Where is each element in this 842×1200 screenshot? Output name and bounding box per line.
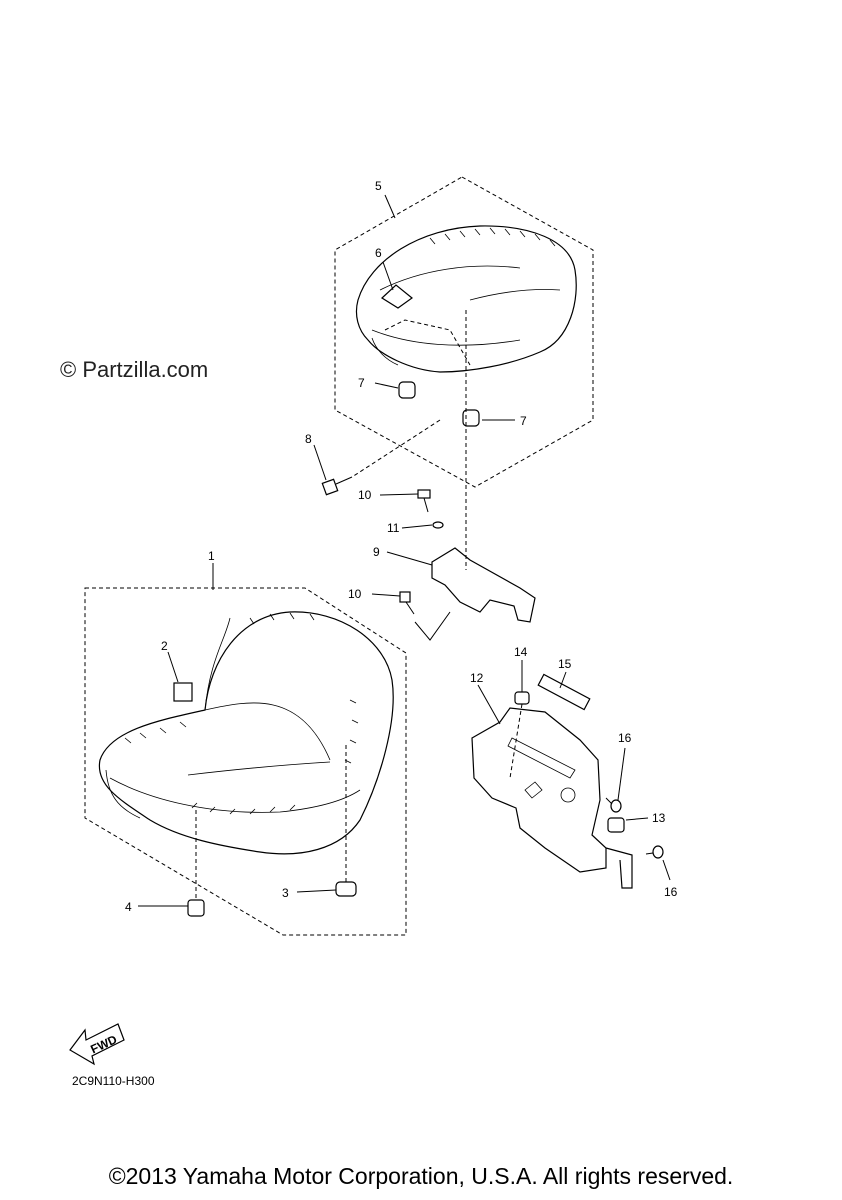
cover-leader [509,703,523,779]
part-8-bolt-illustration [321,476,353,496]
part-6-tag-illustration [381,284,413,309]
fwd-arrow-icon: FWD [69,1023,125,1066]
diagram-code: 2C9N110-H300 [72,1074,155,1088]
rider-seat-illustration [98,611,394,855]
callout-16-upper: 16 [618,731,632,745]
callout-1: 1 [208,549,215,563]
part-16-screw-upper [605,797,622,813]
part-11-washer [432,521,444,529]
rider-seat-group-outline [84,587,407,936]
callout-2: 2 [161,639,168,653]
passenger-seat-illustration [355,225,577,373]
callout-4: 4 [125,900,132,914]
callout-13: 13 [652,811,666,825]
callout-14: 14 [514,645,528,659]
part-3-damper [335,881,357,897]
part-15-strip-illustration [537,673,591,711]
callout-8: 8 [305,432,312,446]
callout-16-lower: 16 [664,885,678,899]
callout-15: 15 [558,657,572,671]
partzilla-watermark: © Partzilla.com [60,357,209,382]
part-10-bolt-upper [417,489,431,513]
passenger-seat-leader-left [351,419,441,478]
callout-7-right: 7 [520,414,527,428]
part-9-bracket-illustration [431,547,536,623]
callout-3: 3 [282,886,289,900]
part-2-tag-illustration [173,682,193,702]
callout-leaders [138,194,671,907]
part-12-cover-illustration [471,707,607,873]
part-7-damper-right [462,409,480,427]
callout-7-left: 7 [358,376,365,390]
callout-12: 12 [470,671,484,685]
bracket-leader [414,611,451,641]
copyright-notice: ©2013 Yamaha Motor Corporation, U.S.A. A… [108,1163,734,1189]
callout-10-lower: 10 [348,587,362,601]
part-12-slot [507,737,576,779]
part-4-damper [187,899,205,917]
part-13-grommet [607,817,625,833]
passenger-seat-group-outline [334,176,594,488]
callout-11: 11 [387,521,400,535]
callout-9: 9 [373,545,380,559]
callout-10-upper: 10 [358,488,372,502]
callout-5: 5 [375,179,382,193]
fwd-label: FWD [88,1032,119,1056]
part-12-tab [605,847,633,889]
part-12-hole [560,787,576,803]
callout-6: 6 [375,246,382,260]
part-10-bolt-lower [399,591,415,615]
part-14-grommet [514,691,530,705]
part-12-square-hole [524,781,543,799]
part-7-damper-left [398,381,416,399]
part-16-screw-lower [645,845,664,859]
